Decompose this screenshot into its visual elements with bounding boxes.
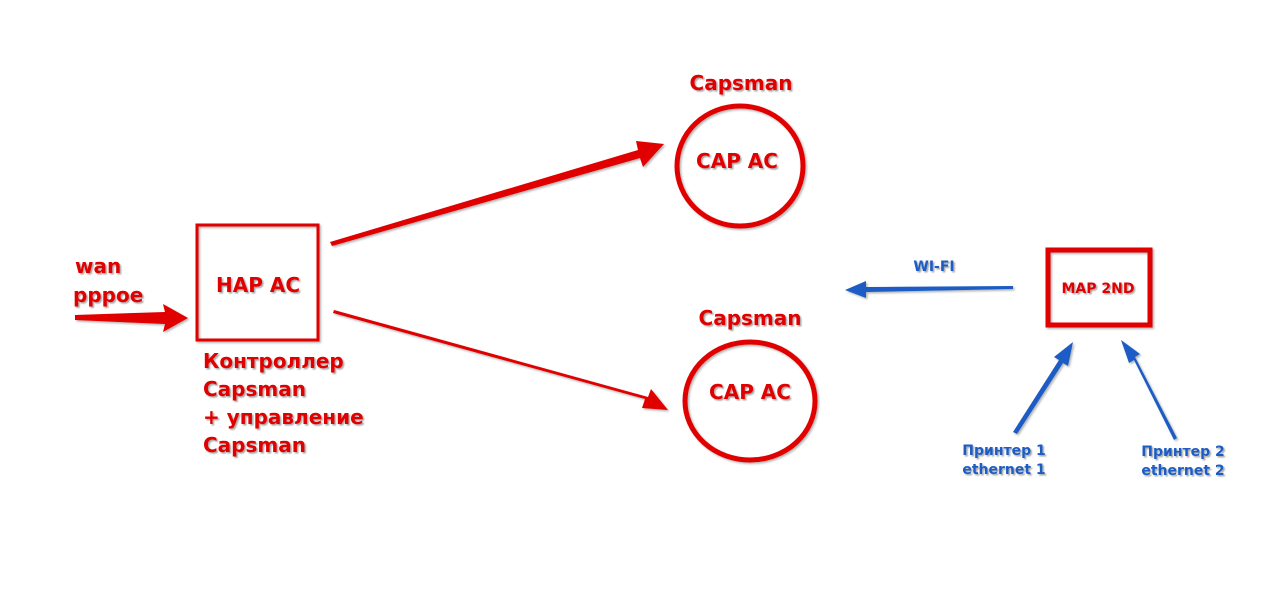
hap-caption-line-4: Capsman bbox=[203, 433, 306, 457]
printer-2-label: Принтер 2 bbox=[1141, 444, 1224, 460]
cap-bottom-circle bbox=[682, 339, 818, 463]
printer-1-arrow bbox=[1013, 342, 1073, 434]
printer-1-label: Принтер 1 bbox=[962, 443, 1045, 459]
hap-ac-label: HAP AC bbox=[216, 273, 300, 297]
printer-2-port: ethernet 2 bbox=[1141, 463, 1224, 479]
cap-bottom-header: Capsman bbox=[699, 306, 802, 330]
cap-top-circle bbox=[674, 103, 806, 229]
hap-caption-line-3: + управление bbox=[203, 405, 364, 429]
wan-label: wan bbox=[75, 254, 121, 278]
map-2nd-label: MAP 2ND bbox=[1062, 281, 1135, 297]
printer-1-port: ethernet 1 bbox=[962, 462, 1045, 478]
cap-top-label: CAP AC bbox=[696, 149, 778, 173]
cap-top-header: Capsman bbox=[690, 71, 793, 95]
arrow-to-cap-top bbox=[330, 141, 664, 246]
hap-caption-line-1: Контроллер bbox=[203, 349, 344, 373]
cap-bottom-label: CAP AC bbox=[709, 380, 791, 404]
arrow-to-cap-bottom bbox=[333, 310, 668, 410]
wan-arrow bbox=[75, 304, 188, 332]
map-2nd-box bbox=[1045, 247, 1153, 328]
hap-ac-box bbox=[195, 223, 320, 342]
wifi-arrow bbox=[845, 281, 1013, 298]
pppoe-label: pppoe bbox=[73, 283, 143, 307]
printer-2-arrow bbox=[1121, 340, 1177, 440]
hap-caption-line-2: Capsman bbox=[203, 377, 306, 401]
wifi-label: WI-FI bbox=[913, 259, 954, 275]
